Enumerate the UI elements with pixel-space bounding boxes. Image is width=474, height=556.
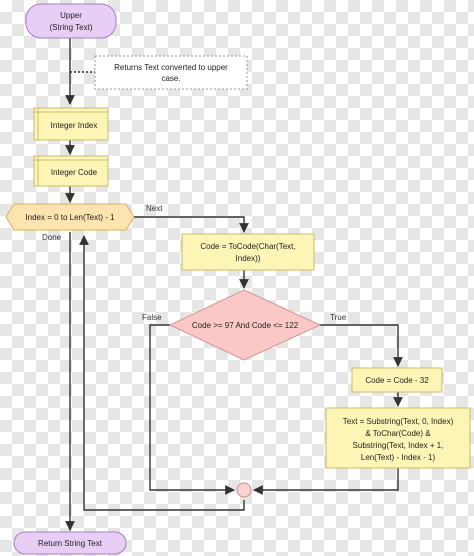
tocode-process: Code = ToCode(Char(Text, Index)) — [181, 233, 315, 271]
loop-next-label: Next — [146, 204, 163, 213]
merge-junction — [236, 482, 252, 498]
tocode-process-line2: Index)) — [236, 254, 261, 263]
start-terminal-line2: (String Text) — [50, 23, 93, 32]
start-terminal-shape — [25, 3, 117, 39]
tocode-process-shape — [181, 233, 315, 271]
branch-false-label: False — [142, 313, 162, 322]
subtract-process-shape — [351, 367, 443, 393]
end-terminal-label: Return String Text — [38, 539, 103, 548]
edge-substring-to-junction — [253, 468, 399, 495]
start-terminal-line1: Upper — [60, 11, 82, 20]
for-loop: Index = 0 to Len(Text) - 1 — [5, 203, 135, 231]
comment-note: Returns Text converted to upper case. — [94, 55, 248, 90]
edges — [65, 38, 403, 531]
for-loop-shape — [5, 203, 135, 231]
comment-note-box — [94, 55, 248, 90]
comment-note-line2: case. — [161, 74, 180, 83]
branch-true-label: True — [330, 313, 347, 322]
for-loop-label: Index = 0 to Len(Text) - 1 — [25, 213, 115, 222]
substring-process-line3: Substring(Text, Index + 1, — [353, 441, 444, 450]
substring-process-shape — [325, 407, 471, 469]
substring-process-line1: Text = Substring(Text, 0, Index) — [343, 417, 454, 426]
edge-decision-true — [320, 324, 403, 367]
subtract-process: Code = Code - 32 — [351, 367, 443, 393]
substring-process-line4: Len(Text) - Index - 1) — [361, 453, 436, 462]
subtract-process-label: Code = Code - 32 — [365, 376, 429, 385]
edge-junction-loopback — [79, 235, 245, 511]
declare-code: Integer Code — [33, 155, 109, 187]
end-terminal: Return String Text — [13, 531, 127, 555]
comment-note-line1: Returns Text converted to upper — [114, 63, 228, 72]
lowercase-decision-shape — [168, 289, 322, 361]
lowercase-decision: Code >= 97 And Code <= 122 — [168, 289, 322, 361]
substring-process-line2: & ToChar(Code) & — [365, 429, 431, 438]
declare-index: Integer Index — [33, 107, 109, 141]
declare-code-shape — [33, 155, 109, 187]
end-terminal-shape — [13, 531, 127, 555]
declare-code-label: Integer Code — [51, 168, 98, 177]
substring-process: Text = Substring(Text, 0, Index) & ToCha… — [325, 407, 471, 469]
declare-index-shape — [33, 107, 109, 141]
declare-index-label: Integer Index — [51, 121, 98, 130]
tocode-process-line1: Code = ToCode(Char(Text, — [200, 242, 295, 251]
edge-decision-false — [149, 324, 235, 495]
loop-done-label: Done — [42, 233, 62, 242]
edge-loop-next — [134, 216, 249, 233]
start-terminal: Upper (String Text) — [25, 3, 117, 39]
lowercase-decision-label: Code >= 97 And Code <= 122 — [192, 321, 299, 330]
